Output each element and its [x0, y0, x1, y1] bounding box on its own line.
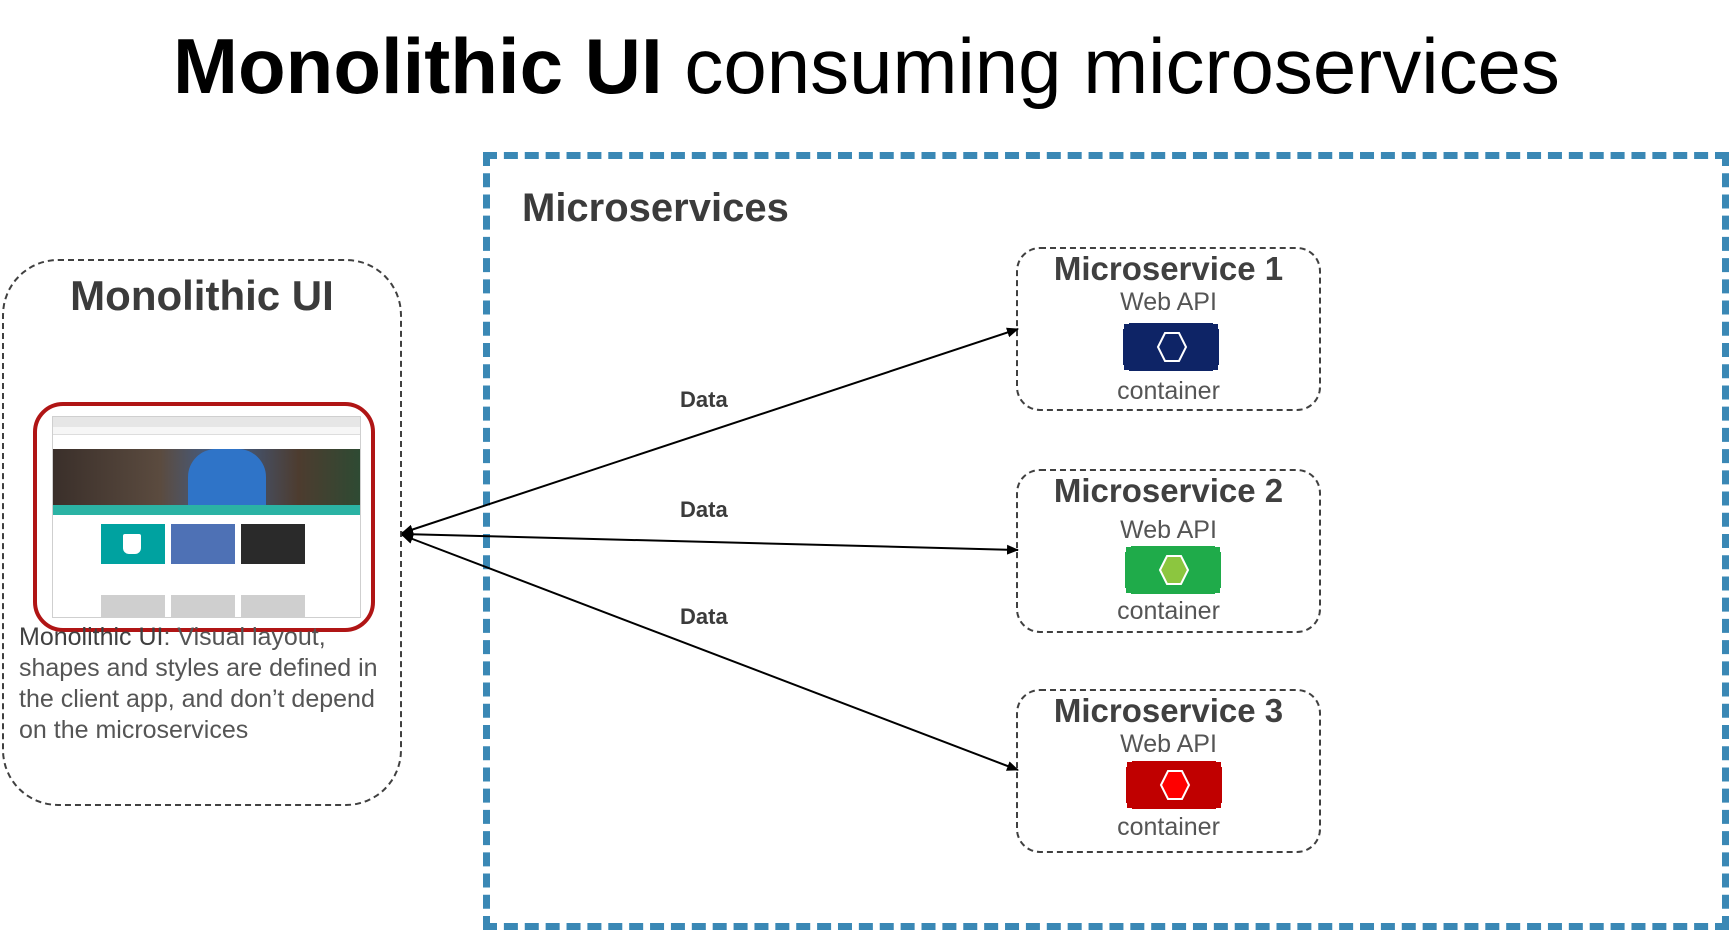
- microservice-1-api: Web API: [1120, 288, 1217, 316]
- data-label-2: Data: [680, 497, 728, 522]
- container-icon: [1125, 760, 1223, 810]
- browser-tab-bar: [53, 417, 360, 427]
- data-label-1: Data: [680, 387, 728, 412]
- product-image-blue-sweatshirt: [171, 524, 235, 564]
- microservice-1-container-label: container: [1117, 377, 1220, 405]
- client-app-screenshot: [33, 402, 375, 632]
- container-icon: [1124, 545, 1222, 595]
- product-image-row2: [101, 595, 165, 617]
- data-label-3: Data: [680, 604, 728, 629]
- page-title: Monolithic UI consuming microservices: [0, 22, 1733, 112]
- microservice-3-name: Microservice 3: [1053, 692, 1284, 729]
- browser-address-bar: [53, 427, 360, 435]
- description-rest: : Visual layout, shapes and styles are d…: [19, 623, 378, 744]
- monolithic-ui-boundary: [2, 259, 402, 806]
- data-arrow-3: [401, 534, 1019, 771]
- title-rest: consuming microservices: [662, 22, 1560, 110]
- product-image-row2: [171, 595, 235, 617]
- microservice-3-box: [1016, 689, 1321, 853]
- eshop-page-thumbnail: [52, 416, 361, 618]
- microservice-2-container-label: container: [1117, 597, 1220, 625]
- microservice-1-name: Microservice 1: [1053, 250, 1284, 287]
- microservice-2-name: Microservice 2: [1053, 472, 1284, 509]
- description-lead: Monolithic UI: [19, 623, 164, 651]
- container-icon: [1122, 322, 1220, 372]
- monolithic-ui-description: Monolithic UI: Visual layout, shapes and…: [19, 622, 403, 746]
- microservice-2-api: Web API: [1120, 516, 1217, 544]
- product-image-black-sweatshirt: [241, 524, 305, 564]
- data-arrow-2: [401, 529, 1019, 555]
- title-bold: Monolithic UI: [173, 22, 663, 110]
- product-image-row2: [241, 595, 305, 617]
- monolithic-ui-heading: Monolithic UI: [70, 272, 334, 319]
- microservice-3-container-label: container: [1117, 813, 1220, 841]
- microservice-3-api: Web API: [1120, 730, 1217, 758]
- product-image-mug: [101, 524, 165, 564]
- microservices-heading: Microservices: [522, 186, 789, 230]
- data-arrow-1: [401, 327, 1019, 535]
- shop-filter-bar: [53, 505, 360, 515]
- shop-header: [53, 435, 360, 449]
- hero-person-image: [188, 449, 266, 505]
